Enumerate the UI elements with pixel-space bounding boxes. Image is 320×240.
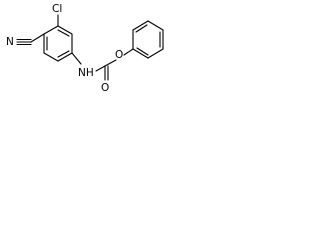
ring-bond: [132, 48, 149, 59]
c-o-single-bond: [104, 59, 117, 67]
ring-bond: [147, 48, 164, 59]
c-cn-bond: [30, 33, 45, 43]
ring-bond: [57, 25, 73, 35]
ring-double-bond: [57, 29, 70, 37]
ether-oxygen-label: O: [115, 49, 123, 61]
chemical-structure-diagram: Cl N NH O O: [6, 3, 164, 94]
ring-bond: [147, 20, 164, 31]
n-c-bond: [95, 65, 106, 72]
nitrile-nitrogen-label: N: [6, 36, 14, 48]
ring-bond: [132, 20, 149, 31]
ring-bond: [43, 25, 59, 35]
ring-double-bond: [136, 47, 149, 56]
ring-double-bond: [135, 24, 148, 33]
ring-double-bond: [57, 50, 70, 58]
ring-bond: [43, 52, 59, 62]
ring-bond: [57, 52, 73, 62]
chlorocyanophenyl-ring: [43, 25, 73, 62]
phenyl-ring: [132, 20, 164, 59]
amide-nh-label: NH: [78, 67, 94, 79]
chlorine-label: Cl: [52, 3, 62, 15]
o-ph-bond: [123, 48, 134, 56]
carbonyl-oxygen-label: O: [101, 82, 109, 94]
ring-n-bond: [71, 52, 82, 65]
